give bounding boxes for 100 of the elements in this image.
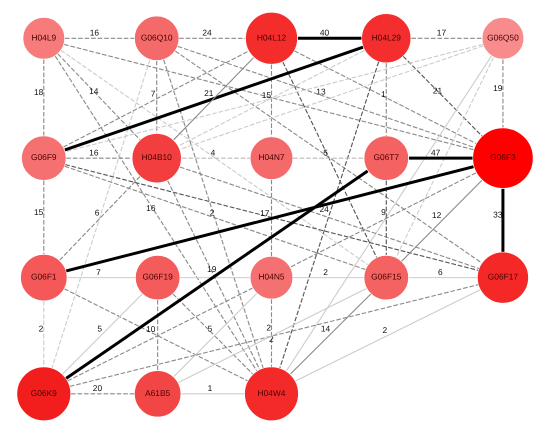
connector bbox=[402, 56, 482, 136]
edge-label: 40 bbox=[320, 28, 330, 38]
connector bbox=[270, 180, 272, 256]
edge-label: 10 bbox=[146, 324, 156, 334]
connector bbox=[270, 64, 272, 137]
connector bbox=[298, 36, 362, 40]
edge-label: 21 bbox=[204, 88, 214, 98]
edge-label: 2 bbox=[323, 267, 328, 278]
connector bbox=[175, 50, 482, 264]
connector bbox=[293, 277, 364, 278]
edge-label: 15 bbox=[262, 90, 272, 100]
connector bbox=[59, 176, 140, 260]
node-circle: G06T7 bbox=[363, 135, 410, 182]
edge-label: 12 bbox=[432, 210, 442, 220]
edge-label: 19 bbox=[207, 264, 216, 274]
connector bbox=[167, 180, 260, 370]
edge-label: 5 bbox=[97, 323, 102, 334]
edge-label: 13 bbox=[316, 86, 326, 96]
node-circle: G06F3 bbox=[472, 127, 534, 189]
connector bbox=[180, 277, 250, 278]
node-circle: G06F15 bbox=[363, 254, 410, 300]
edge-label: 6 bbox=[438, 267, 443, 278]
node-circle: H04L9 bbox=[22, 16, 66, 60]
edge-label: 17 bbox=[260, 208, 270, 218]
node-circle: G06Q50 bbox=[481, 16, 524, 60]
edge-label: 5 bbox=[208, 323, 212, 334]
connector bbox=[65, 170, 368, 380]
connector bbox=[70, 393, 134, 394]
node-circle: A61B5 bbox=[134, 370, 182, 418]
connector bbox=[63, 50, 249, 148]
connector bbox=[62, 294, 143, 374]
edge-label: 1 bbox=[208, 383, 212, 394]
node-circle: G06Q10 bbox=[134, 15, 180, 62]
connector bbox=[173, 57, 254, 140]
edge-label: 16 bbox=[89, 148, 98, 158]
node-circle: H04L29 bbox=[361, 13, 412, 64]
edge-label: 19 bbox=[493, 82, 502, 93]
connector bbox=[163, 60, 264, 368]
node-circle: G06F1 bbox=[20, 254, 68, 302]
edge-label: 17 bbox=[436, 28, 446, 38]
connector bbox=[52, 60, 150, 368]
connector bbox=[43, 59, 44, 136]
connector bbox=[64, 46, 364, 152]
edge-label: 2 bbox=[382, 324, 388, 335]
node-circle: H04N5 bbox=[250, 256, 294, 300]
connector bbox=[282, 62, 378, 258]
connector bbox=[286, 56, 492, 372]
connector bbox=[502, 59, 504, 128]
edge-label: 47 bbox=[430, 148, 440, 158]
edge-label: 14 bbox=[320, 323, 330, 334]
node-circle: G06K9 bbox=[16, 366, 72, 422]
connector bbox=[409, 156, 472, 160]
connector bbox=[290, 172, 476, 268]
connector bbox=[409, 277, 478, 278]
edge-label: 4 bbox=[210, 148, 216, 158]
edge-label: 1 bbox=[381, 88, 386, 99]
edge-label: 7 bbox=[96, 267, 101, 278]
connector bbox=[178, 288, 367, 384]
edge-label: 14 bbox=[89, 86, 98, 96]
node-circle: H04B10 bbox=[132, 132, 182, 184]
connector bbox=[401, 180, 482, 262]
edge-label: 21 bbox=[432, 86, 442, 96]
edge-label: 9 bbox=[381, 207, 386, 218]
connector bbox=[179, 38, 246, 39]
node-circle: H04L12 bbox=[244, 12, 298, 65]
node-circle: G06F17 bbox=[476, 252, 530, 304]
connector bbox=[67, 277, 136, 278]
connector bbox=[178, 50, 365, 147]
edge-label: 7 bbox=[150, 88, 156, 99]
edge-label: 18 bbox=[34, 86, 44, 97]
connector bbox=[386, 180, 387, 255]
connector bbox=[57, 54, 140, 140]
connector bbox=[396, 57, 494, 258]
connector bbox=[43, 301, 44, 367]
connector bbox=[70, 284, 478, 387]
connector bbox=[180, 166, 480, 270]
connector bbox=[294, 50, 476, 144]
connector bbox=[156, 60, 158, 134]
connector bbox=[411, 38, 482, 39]
connector bbox=[290, 294, 372, 374]
connector bbox=[64, 38, 134, 39]
node-circle: H04N7 bbox=[250, 136, 294, 180]
connector bbox=[386, 63, 387, 136]
edge-label: 24 bbox=[202, 28, 212, 38]
edge-label: 20 bbox=[92, 383, 102, 394]
connector bbox=[293, 158, 364, 159]
edge-label: 2 bbox=[266, 322, 272, 332]
connector bbox=[295, 289, 480, 382]
connector bbox=[64, 166, 366, 270]
connector bbox=[157, 300, 158, 370]
connector bbox=[270, 299, 272, 367]
edge-label: 15 bbox=[34, 206, 44, 217]
connector bbox=[501, 188, 504, 252]
node-circle: G06F19 bbox=[134, 254, 181, 300]
edge-label: 2 bbox=[210, 207, 214, 218]
edge-label: 2 bbox=[38, 323, 44, 334]
edge-label: 16 bbox=[146, 202, 156, 213]
connector bbox=[279, 62, 380, 368]
connector bbox=[182, 158, 250, 159]
node-circle: H04W4 bbox=[244, 366, 300, 422]
